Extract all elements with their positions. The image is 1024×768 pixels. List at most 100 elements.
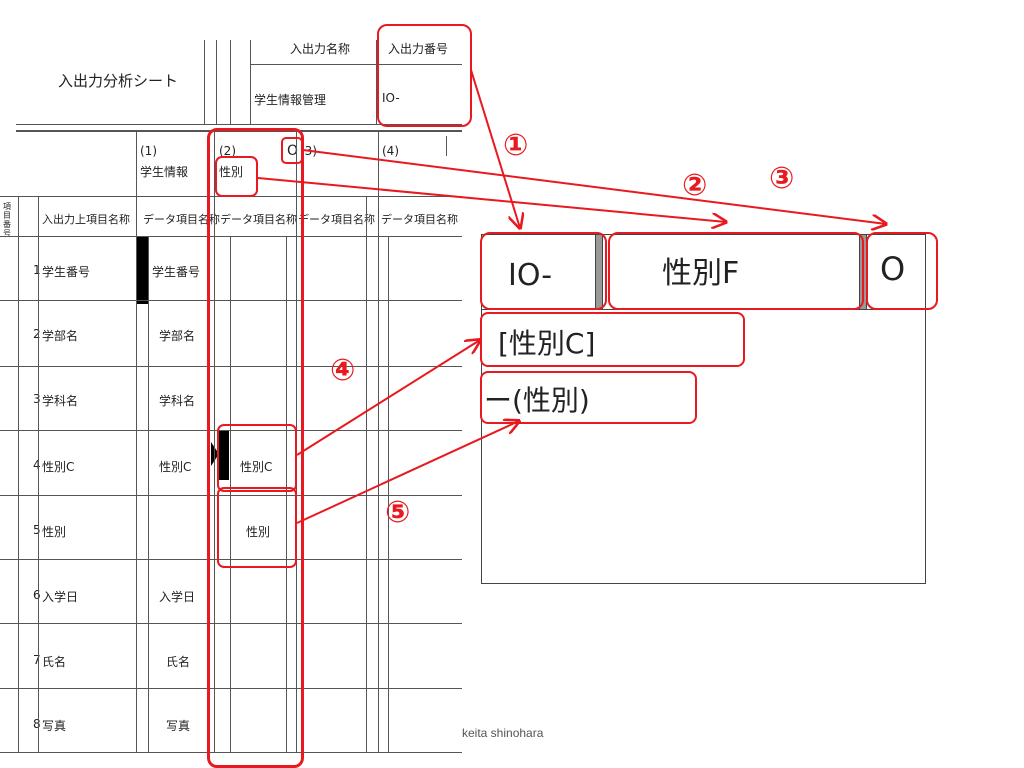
row-number: 5 <box>33 523 41 537</box>
grid-line <box>204 40 205 124</box>
marker-5: ⑤ <box>385 495 411 530</box>
grid-line <box>366 196 367 752</box>
fill-block <box>218 430 229 480</box>
row-io-item-name: 氏名 <box>42 655 67 669</box>
row-number: 2 <box>33 327 41 341</box>
row-io-item-name: 学部名 <box>42 329 79 343</box>
panel-key-attr: [性別C] <box>498 327 596 360</box>
group-2-mark: O <box>287 143 299 159</box>
io-number-value: IO- <box>382 91 400 105</box>
grid-line <box>388 236 389 752</box>
row-io-item-name: 学生番号 <box>42 265 91 279</box>
marker-3: ③ <box>769 161 795 196</box>
grid-line <box>0 236 462 237</box>
author-credit: keita shinohara <box>462 726 544 740</box>
grid-line <box>214 132 215 196</box>
marker-4: ④ <box>330 353 356 388</box>
grid-line <box>16 130 462 132</box>
panel-mark: O <box>880 250 906 288</box>
grid-line <box>230 40 231 124</box>
grid-line <box>446 136 447 156</box>
row-number: 6 <box>33 588 41 602</box>
panel-attr: ー(性別) <box>484 384 590 417</box>
grid-line <box>0 623 462 624</box>
highlight-row-gender-code <box>217 424 297 492</box>
grid-line <box>38 196 39 752</box>
row-data-item-g1: 氏名 <box>166 655 191 669</box>
sheet-title: 入出力分析シート <box>58 72 179 90</box>
grid-line <box>376 40 377 124</box>
arrow-3 <box>302 149 886 224</box>
group-4-number: (4) <box>382 144 399 158</box>
row-data-item-g1: 学科名 <box>159 394 196 408</box>
arrow-5 <box>296 421 519 524</box>
col-header-data-item-3: データ項目名称 <box>298 213 375 226</box>
panel-io-box: IO- <box>480 232 607 310</box>
grid-line <box>378 132 379 196</box>
grid-line <box>214 196 215 752</box>
row-io-item-name: 学科名 <box>42 394 79 408</box>
grid-line <box>0 559 462 560</box>
row-io-item-name: 入学日 <box>42 590 79 604</box>
grid-line <box>296 132 297 196</box>
row-data-item-g2: 性別 <box>246 525 271 539</box>
grid-line <box>0 430 462 431</box>
highlight-group-2-name <box>215 156 258 197</box>
col-header-io-item: 入出力上項目名称 <box>42 213 130 226</box>
grid-line <box>216 40 217 124</box>
io-number-header: 入出力番号 <box>388 42 449 56</box>
grid-line <box>378 196 379 752</box>
arrow-2 <box>257 177 726 222</box>
row-number: 7 <box>33 653 41 667</box>
highlight-mark-o <box>281 137 303 164</box>
group-1-number: (1) <box>140 144 157 158</box>
row-data-item-g1: 学部名 <box>159 329 196 343</box>
highlight-io-number <box>377 24 472 127</box>
highlight-group-2-column <box>207 128 304 768</box>
row-io-item-name: 性別 <box>42 525 67 539</box>
col-header-data-item-4: データ項目名称 <box>381 213 458 226</box>
grid-line <box>0 688 462 689</box>
row-data-item-g1: 入学日 <box>159 590 196 604</box>
panel-entity-label: 性別F <box>662 256 740 291</box>
grid-line <box>136 196 137 752</box>
grid-line <box>250 40 251 124</box>
col-header-data-item-2: データ項目名称 <box>220 213 297 226</box>
col-header-item-no: 項目番号 <box>3 202 11 238</box>
marker-1: ① <box>503 128 529 163</box>
grid-line <box>0 366 462 367</box>
group-1-name: 学生情報 <box>140 165 189 179</box>
panel-io-label: IO- <box>508 258 553 293</box>
panel-attr-box: ー(性別) <box>480 371 697 424</box>
group-2-number: (2) <box>219 144 236 158</box>
col-header-data-item-1: データ項目名称 <box>143 213 220 226</box>
grid-line <box>0 752 462 753</box>
grid-line <box>0 300 462 301</box>
grid-line <box>18 196 19 752</box>
pointer-triangle <box>211 442 219 466</box>
row-io-item-name: 写真 <box>42 719 67 733</box>
arrow-4 <box>296 340 480 456</box>
grid-line <box>136 132 137 196</box>
grid-line <box>230 236 231 752</box>
marker-2: ② <box>682 168 708 203</box>
grid-line <box>148 236 149 752</box>
panel-entity-box: 性別F <box>608 232 864 310</box>
grid-line <box>286 236 287 752</box>
row-io-item-name: 性別C <box>42 460 75 474</box>
row-number: 3 <box>33 392 41 406</box>
row-number: 8 <box>33 717 41 731</box>
fill-block <box>137 236 148 304</box>
grid-line <box>380 64 460 65</box>
row-data-item-g1: 性別C <box>159 460 192 474</box>
panel-mark-box: O <box>866 232 938 310</box>
row-data-item-g1: 写真 <box>166 719 191 733</box>
io-name-value: 学生情報管理 <box>254 93 327 107</box>
row-number: 1 <box>33 263 41 277</box>
grid-line <box>250 64 462 65</box>
row-data-item-g1: 学生番号 <box>152 265 201 279</box>
row-number: 4 <box>33 458 41 472</box>
grid-line <box>0 495 462 496</box>
group-2-name: 性別 <box>219 165 244 179</box>
